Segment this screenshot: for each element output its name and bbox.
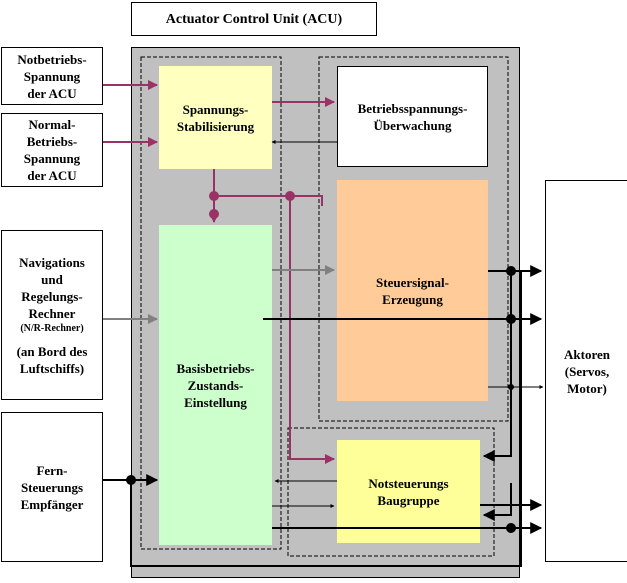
emergency-voltage-input: Notbetriebs- Spannung der ACU	[1, 47, 103, 105]
normal-voltage-input: Normal- Betriebs- Spannung der ACU	[1, 113, 103, 187]
power-bus-to-signal-line	[214, 195, 323, 206]
remote-junction-dot	[126, 475, 136, 485]
signal-return-to-emergency-line	[482, 271, 512, 462]
remote-receiver-input: Fern- Steuerungs Empfänger	[1, 412, 103, 562]
emergency-section-frame	[287, 427, 495, 557]
diagram-title: Actuator Control Unit (ACU)	[131, 2, 377, 36]
emergency-module-block: Notsteuerungs Baugruppe	[337, 440, 480, 543]
signal-junction-dot	[506, 314, 516, 324]
navigation-computer-sublabel: (N/R-Rechner)	[20, 322, 84, 334]
voltage-monitoring-block: Betriebsspannungs- Überwachung	[337, 66, 488, 167]
control-section-frame	[318, 56, 509, 422]
actuators-output: Aktoren (Servos, Motor)	[545, 180, 627, 562]
navigation-computer-label: Navigations und Regelungs- Rechner	[19, 254, 85, 321]
status-lines	[103, 265, 335, 324]
signal-junction-dot	[506, 523, 516, 533]
control-lines-thick	[103, 265, 543, 567]
power-junction-dot	[209, 191, 219, 201]
power-junction-dot	[209, 209, 219, 219]
navigation-computer-input: Navigations und Regelungs- Rechner (N/R-…	[1, 230, 103, 400]
power-section-frame	[140, 56, 282, 550]
signal-generation-block: Steuersignal- Erzeugung	[337, 180, 488, 401]
navigation-computer-note: (an Bord des Luftschiffs)	[16, 343, 88, 376]
control-lines-thin	[271, 140, 544, 508]
power-bus-to-emergency-line	[289, 196, 335, 464]
voltage-stabilization-block: Spannungs- Stabilisierung	[159, 66, 272, 169]
power-lines	[103, 80, 335, 464]
basic-state-block: Basisbetriebs- Zustands- Einstellung	[159, 225, 272, 545]
remote-bypass-line	[130, 387, 522, 567]
signal-junction-dot	[506, 266, 516, 276]
emergency-return-line	[482, 483, 512, 521]
signal-junction-dot	[508, 384, 514, 390]
power-junction-dot	[285, 191, 295, 201]
